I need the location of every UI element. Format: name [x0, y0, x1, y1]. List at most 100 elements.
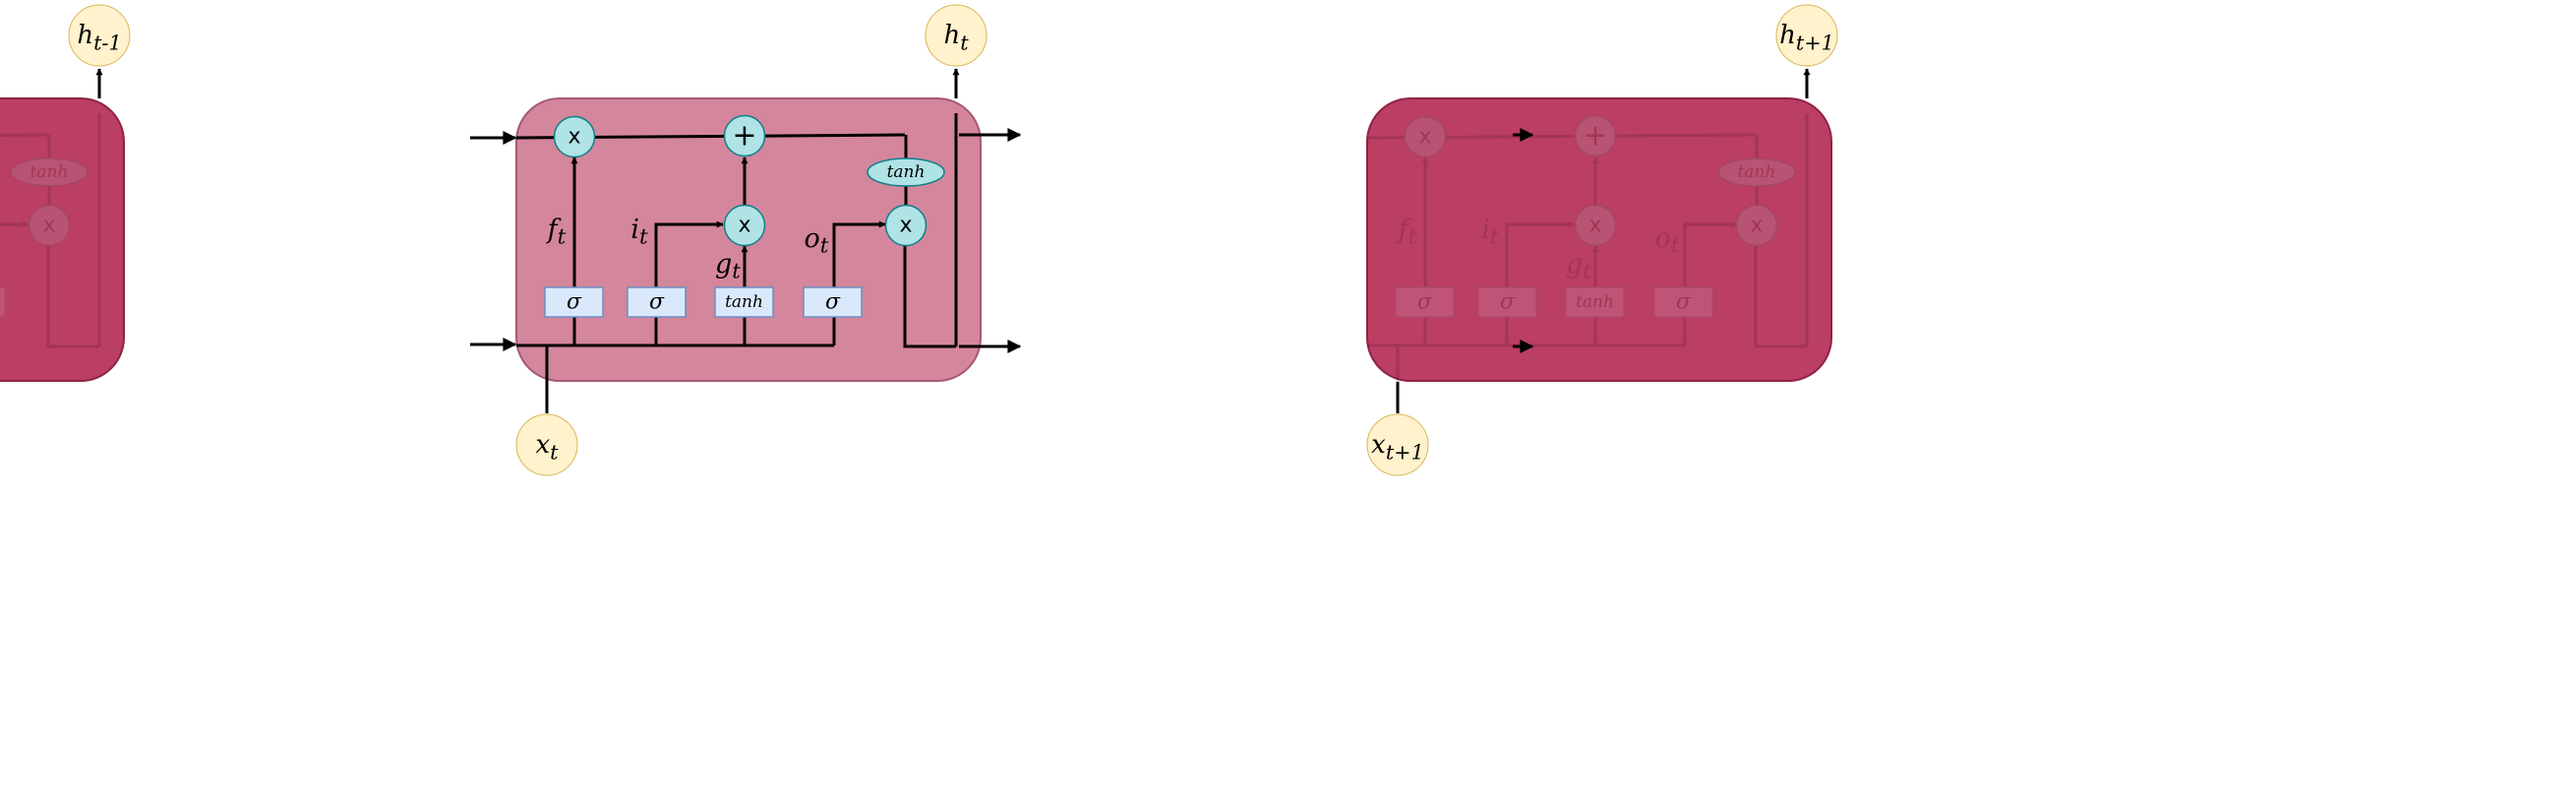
gate-0 [1395, 286, 1455, 318]
op-label-output_tanh: tanh [887, 162, 926, 182]
op-label-output_tanh: tanh [30, 162, 69, 182]
gate-label-0: σ [1417, 290, 1433, 315]
gate-label-2: tanh [1576, 292, 1614, 312]
input-label: xt [535, 430, 559, 464]
op-output_tanh [10, 157, 89, 187]
output-node [68, 4, 131, 67]
input-node [515, 413, 578, 476]
gate-label-1: σ [1500, 290, 1516, 315]
op-label-input_mult: x [738, 214, 750, 238]
label-i-sub: t [1490, 224, 1499, 249]
op-forget_mult [553, 115, 596, 158]
op-forget_mult [1404, 115, 1447, 158]
op-output_mult [884, 204, 928, 247]
output-gate-path [0, 220, 30, 228]
op-label-output_mult: x [899, 214, 912, 238]
gate-label-0: σ [567, 290, 582, 315]
gate-1 [1477, 286, 1537, 318]
gate-label-3: σ [825, 290, 841, 315]
label-f-sub: t [1408, 224, 1417, 249]
label-i: it [1481, 215, 1499, 250]
gate-1 [627, 286, 687, 318]
gate-2 [1565, 286, 1625, 318]
output-label-base: h [1779, 21, 1796, 50]
output-label: ht-1 [77, 21, 121, 54]
input-gate-path [1505, 220, 1575, 287]
label-g: gt [715, 249, 741, 284]
op-label-output_tanh: tanh [1738, 162, 1776, 182]
cell-state-line [1366, 133, 1757, 140]
cell-body [0, 97, 125, 382]
output-gate-path [832, 220, 886, 287]
op-input_add [723, 114, 766, 157]
label-o-base: o [805, 223, 820, 254]
gate-3 [1653, 286, 1713, 318]
hidden-out-path [1754, 246, 1807, 348]
gate-2 [714, 286, 774, 318]
output-node [1775, 4, 1838, 67]
output-label-base: h [943, 21, 960, 50]
output-label: ht+1 [1779, 21, 1834, 54]
hidden-out-path [903, 246, 956, 348]
output-label: ht [943, 21, 969, 54]
op-input_add [1574, 114, 1617, 157]
op-label-output_mult: x [1750, 214, 1763, 238]
op-label-output_mult: x [42, 214, 55, 238]
output-node [925, 4, 988, 67]
cell-body [1366, 97, 1832, 382]
inter-cell-connections [470, 128, 1534, 353]
label-g-sub: t [732, 259, 741, 283]
label-i-base: i [1481, 215, 1490, 245]
label-o: ot [805, 223, 829, 259]
gate-label-3: σ [1676, 290, 1692, 315]
op-output_tanh [867, 157, 945, 187]
input-label: xt+1 [1371, 430, 1424, 464]
op-label-forget_mult: x [568, 125, 580, 150]
output-gate-path [1683, 220, 1737, 287]
label-o: ot [1655, 223, 1680, 259]
gate-label-1: σ [649, 290, 665, 315]
label-i-sub: t [639, 224, 648, 249]
op-output_mult [28, 204, 71, 247]
label-g: gt [1566, 249, 1591, 284]
output-label-sub: t+1 [1796, 31, 1834, 54]
output-label-base: h [77, 21, 93, 50]
label-i: it [630, 215, 648, 250]
input-label-sub: t [550, 440, 559, 464]
op-input_mult [723, 204, 766, 247]
op-input_mult [1574, 204, 1617, 247]
gate-label-2: tanh [725, 292, 763, 312]
label-o-sub: t [1671, 233, 1680, 258]
label-i-base: i [630, 215, 639, 245]
op-label-input_add: + [732, 119, 756, 154]
output-label-sub: t-1 [93, 31, 122, 54]
label-o-sub: t [820, 233, 829, 258]
input-gate-path [654, 220, 724, 287]
label-g-sub: t [1583, 259, 1591, 283]
input-label-sub: t+1 [1386, 440, 1424, 464]
label-o-base: o [1655, 223, 1671, 254]
op-output_mult [1735, 204, 1778, 247]
label-g-base: g [1566, 249, 1583, 280]
op-label-forget_mult: x [1418, 125, 1431, 150]
label-g-base: g [715, 249, 732, 280]
op-label-input_add: + [1583, 119, 1607, 154]
label-f-sub: t [558, 224, 567, 249]
op-label-input_mult: x [1588, 214, 1601, 238]
input-label-base: x [535, 430, 550, 460]
input-label-base: x [1371, 430, 1386, 460]
input-node [1366, 413, 1429, 476]
gate-0 [544, 286, 604, 318]
hidden-out-path [46, 246, 99, 348]
output-label-sub: t [960, 31, 969, 54]
gate-3 [0, 286, 6, 318]
op-output_tanh [1717, 157, 1796, 187]
gate-3 [803, 286, 863, 318]
